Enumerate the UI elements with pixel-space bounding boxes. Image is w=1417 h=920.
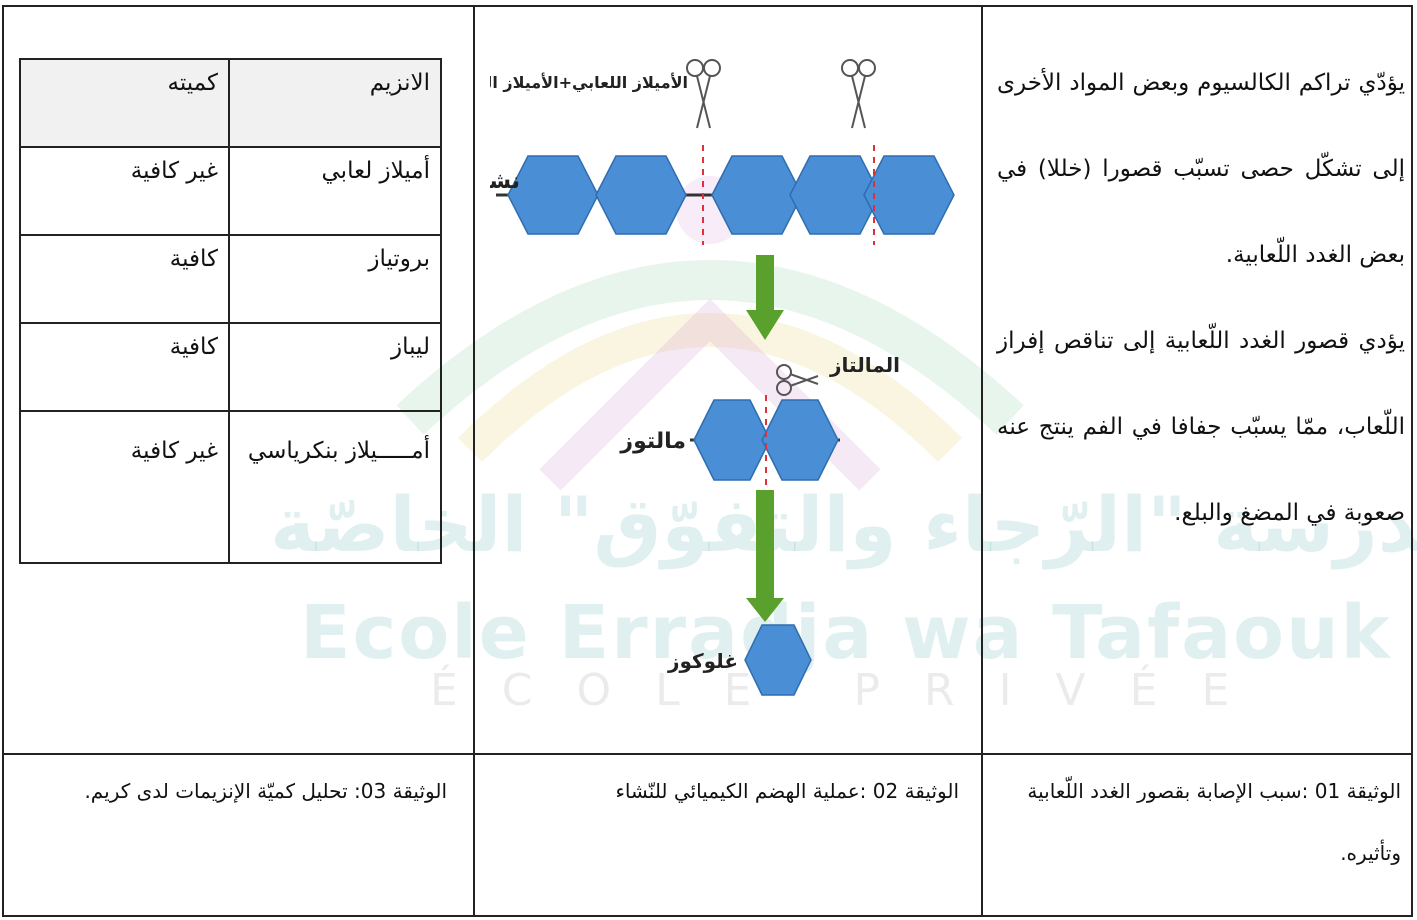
scissors-icon xyxy=(686,59,721,129)
scissors-icon xyxy=(841,59,876,129)
arrow-shaft xyxy=(756,490,774,600)
enzyme-name: أميلاز لعابي xyxy=(228,146,442,236)
starch-label: نشاء xyxy=(490,169,520,194)
enzyme-table: الانزيم كميته أميلاز لعابي غير كافية برو… xyxy=(19,58,442,564)
arrow-shaft xyxy=(756,255,774,315)
glucose-label: غلوكوز xyxy=(667,649,738,673)
document-3-caption: الوثيقة 03: تحليل كميّة الإنزيمات لدى كر… xyxy=(84,779,447,803)
enzyme-amount: كافية xyxy=(19,322,230,412)
enzyme-amount: غير كافية xyxy=(19,410,230,564)
glucose-hexagon xyxy=(693,399,771,481)
arrow-head xyxy=(746,310,784,340)
glucose-hexagon xyxy=(711,155,803,235)
starch-digestion-diagram: الأميلاز اللعابي+الأميلاز البنكرياسي نشا… xyxy=(490,59,955,696)
document-2-caption: الوثيقة 02 :عملية الهضم الكيميائي للنّشا… xyxy=(615,779,959,803)
document-1-text: يؤدّي تراكم الكالسيوم وبعض المواد الأخرى… xyxy=(997,40,1405,556)
column-divider xyxy=(981,7,983,915)
enzyme-amount: كافية xyxy=(19,234,230,324)
maltase-label: المالتاز xyxy=(829,353,900,377)
header-enzyme: الانزيم xyxy=(228,58,442,148)
row-divider xyxy=(4,753,1411,755)
document-1-paragraph-1: يؤدّي تراكم الكالسيوم وبعض المواد الأخرى… xyxy=(997,70,1405,268)
enzyme-name: ليباز xyxy=(228,322,442,412)
column-divider xyxy=(473,7,475,915)
table-row: ليباز كافية xyxy=(19,322,442,412)
table-row: أميلاز لعابي غير كافية xyxy=(19,146,442,236)
table-header-row: الانزيم كميته xyxy=(19,58,442,148)
maltose-label: مالتوز xyxy=(619,429,686,454)
glucose-hexagon xyxy=(744,624,812,696)
document-1-caption: الوثيقة 01 :سبب الإصابة بقصور الغدد اللّ… xyxy=(1027,779,1401,865)
enzyme-amount: غير كافية xyxy=(19,146,230,236)
outer-table xyxy=(2,5,1413,917)
table-row: بروتياز كافية xyxy=(19,234,442,324)
enzyme-name: بروتياز xyxy=(228,234,442,324)
document-1-paragraph-2: يؤدي قصور الغدد اللّعابية إلى تناقص إفرا… xyxy=(997,328,1405,526)
glucose-hexagon xyxy=(761,399,839,481)
enzyme-name: أمـــــيلاز بنكرياسي xyxy=(228,410,442,564)
enzymes-top-label: الأميلاز اللعابي+الأميلاز البنكرياسي xyxy=(490,73,688,93)
glucose-hexagon xyxy=(595,155,687,235)
glucose-hexagon xyxy=(507,155,599,235)
scissors-icon xyxy=(776,364,819,396)
glucose-hexagon xyxy=(863,155,955,235)
header-amount: كميته xyxy=(19,58,230,148)
table-row: أمـــــيلاز بنكرياسي غير كافية xyxy=(19,410,442,564)
arrow-head xyxy=(746,598,784,622)
